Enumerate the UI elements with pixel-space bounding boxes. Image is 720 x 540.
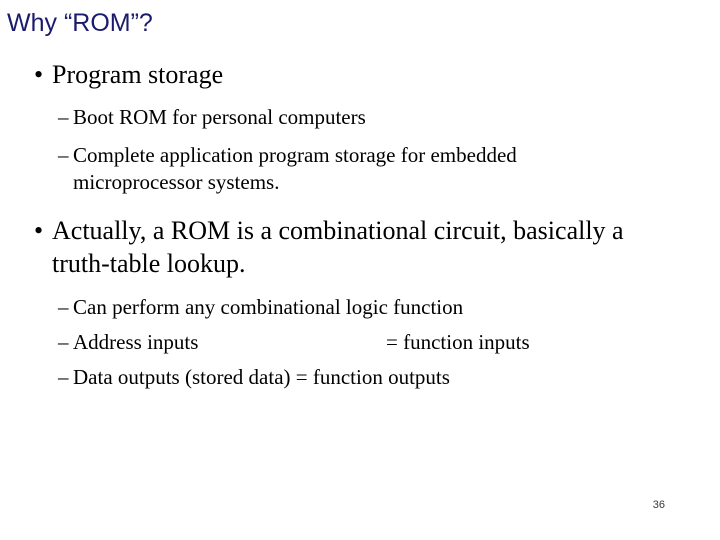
bullet-text: Program storage: [52, 60, 224, 89]
spacer: [0, 131, 720, 142]
page-title: Why “ROM”?: [7, 9, 153, 37]
bullet-level2-complete-application: – Complete application program storage f…: [0, 142, 720, 196]
bullet-dash-icon: –: [58, 105, 69, 129]
bullet-level2-boot-rom: – Boot ROM for personal computers: [0, 104, 720, 131]
bullet-level2-address-inputs: – Address inputs = function inputs: [0, 329, 720, 356]
bullet-dot-icon: •: [34, 60, 44, 89]
bullet-level1-program-storage: • Program storage: [0, 58, 720, 91]
spacer: [0, 91, 720, 104]
bullet-dash-icon: –: [58, 365, 69, 389]
bullet-dot-icon: •: [34, 216, 44, 245]
bullet-text: Boot ROM for personal computers: [73, 105, 366, 129]
page-number: 36: [652, 499, 665, 511]
bullet-dash-icon: –: [58, 295, 69, 319]
spacer: [0, 196, 720, 214]
bullet-text: Data outputs (stored data) = function ou…: [73, 365, 450, 389]
bullet-text: Can perform any combinational logic func…: [73, 295, 464, 319]
function-inputs-label: = function inputs: [386, 330, 530, 354]
bullet-level1-combinational-circuit: • Actually, a ROM is a combinational cir…: [0, 214, 720, 280]
bullet-text: Complete application program storage for…: [73, 143, 517, 194]
bullet-level2-data-outputs: – Data outputs (stored data) = function …: [0, 364, 720, 391]
spacer: [0, 280, 720, 294]
address-inputs-label: Address inputs: [73, 330, 199, 354]
bullet-dash-icon: –: [58, 330, 69, 354]
bullet-dash-icon: –: [58, 143, 69, 167]
spacer: [0, 356, 720, 364]
slide-body: • Program storage – Boot ROM for persona…: [0, 58, 720, 391]
bullet-text: Address inputs = function inputs: [73, 329, 720, 356]
bullet-level2-logic-function: – Can perform any combinational logic fu…: [0, 294, 720, 321]
bullet-text: Actually, a ROM is a combinational circu…: [52, 216, 624, 278]
spacer: [0, 321, 720, 329]
